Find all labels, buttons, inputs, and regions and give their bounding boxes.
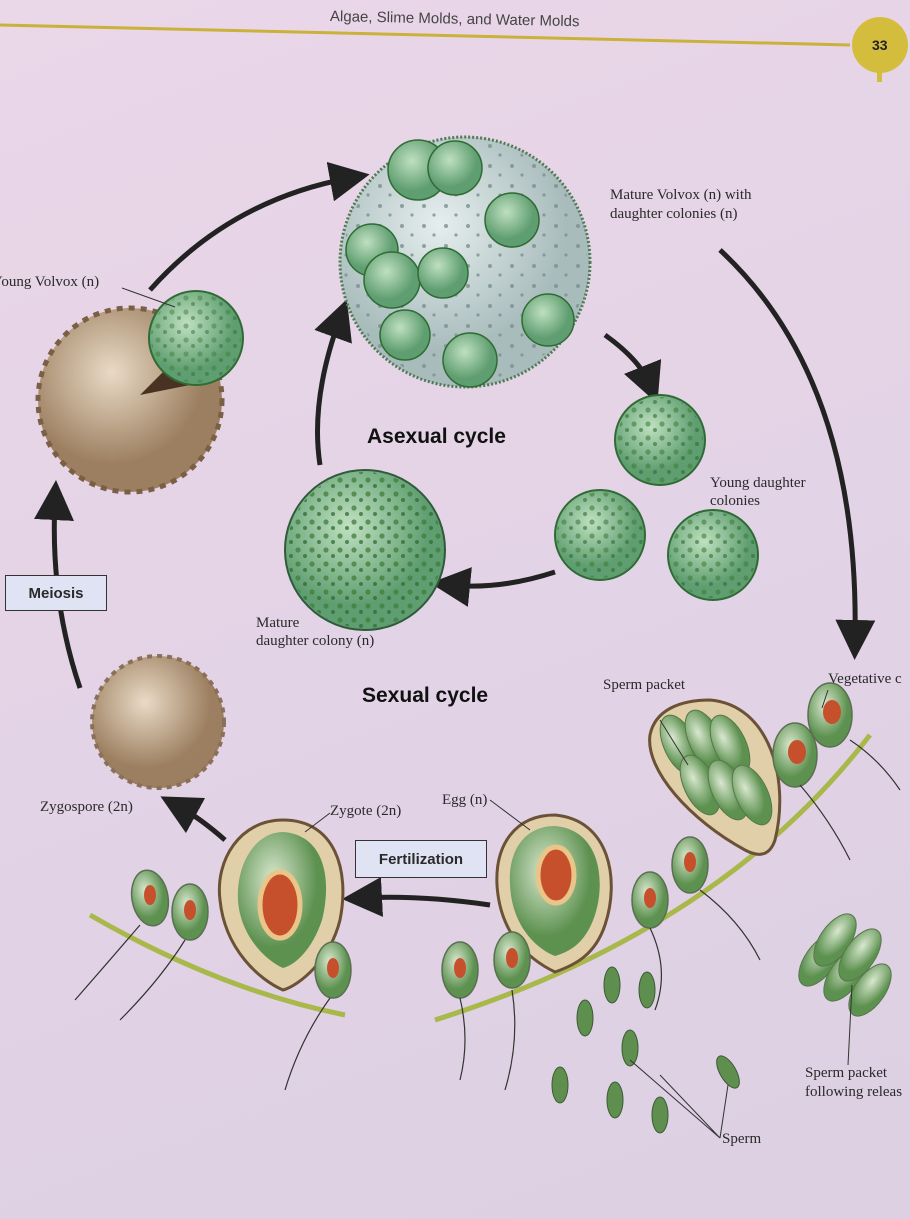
arrow-fertilization [342,876,491,917]
germinating-zygospore [35,290,244,495]
vegetative-leader [821,689,829,709]
label-mature-volvox-2: daughter colonies (n) [610,206,738,222]
arrow-to-zygospore [160,796,227,842]
label-young-daughter-2: colonies [710,493,760,509]
meiosis-step-box: Meiosis [5,575,107,611]
sexual-cycle-title: Sexual cycle [362,684,489,707]
fertilization-step-box: Fertilization [355,840,487,878]
label-sperm-packet-release-1: Sperm packet [805,1065,888,1081]
label-young-volvox: Young Volvox (n) [0,274,100,290]
arrow-to-mature-daughter [430,567,556,607]
right-substrate-line [434,733,872,1023]
asexual-cycle-title: Asexual cycle [367,425,506,448]
arrow-to-mature-colony [314,299,352,466]
zygote [217,818,345,992]
egg-leader [489,799,531,831]
page-badge-tree-icon [852,17,908,82]
released-sperm-packet [798,913,892,1017]
flagella [74,739,901,1091]
left-substrate-line [88,912,346,1018]
header-rule [0,23,851,47]
label-mature-volvox-1: Mature Volvox (n) with [610,187,752,203]
mature-daughter-colony [284,469,446,631]
page-number: 33 [872,37,888,53]
label-sperm-packet: Sperm packet [603,677,686,693]
zygote-leader [304,812,331,833]
label-mature-daughter-1: Mature [256,615,300,631]
arrow-to-sexual-stage [718,248,876,660]
sperm-cells [551,966,740,1134]
label-egg: Egg (n) [442,792,488,808]
mature-volvox-colony [338,135,592,389]
sperm-packet [648,698,782,856]
label-vegetative-cell: Vegetative c [828,671,902,687]
sperm-leaders [629,1059,729,1139]
sperm-packet-leader [659,719,689,766]
zygospore [90,654,226,790]
arrow-to-mature-volvox [148,161,370,292]
label-sperm: Sperm [722,1131,762,1147]
vegetative-cells [130,682,853,999]
young-daughter-colonies [554,394,759,601]
label-sperm-packet-release-2: following releas [805,1084,903,1100]
label-zygote: Zygote (2n) [330,803,402,819]
egg-cell [495,813,613,974]
released-packet-leader [847,984,853,1066]
label-young-daughter-1: Young daughter [710,475,806,491]
arrow-release-daughters [603,332,662,404]
label-mature-daughter-2: daughter colony (n) [256,633,375,649]
label-zygospore: Zygospore (2n) [40,799,133,815]
